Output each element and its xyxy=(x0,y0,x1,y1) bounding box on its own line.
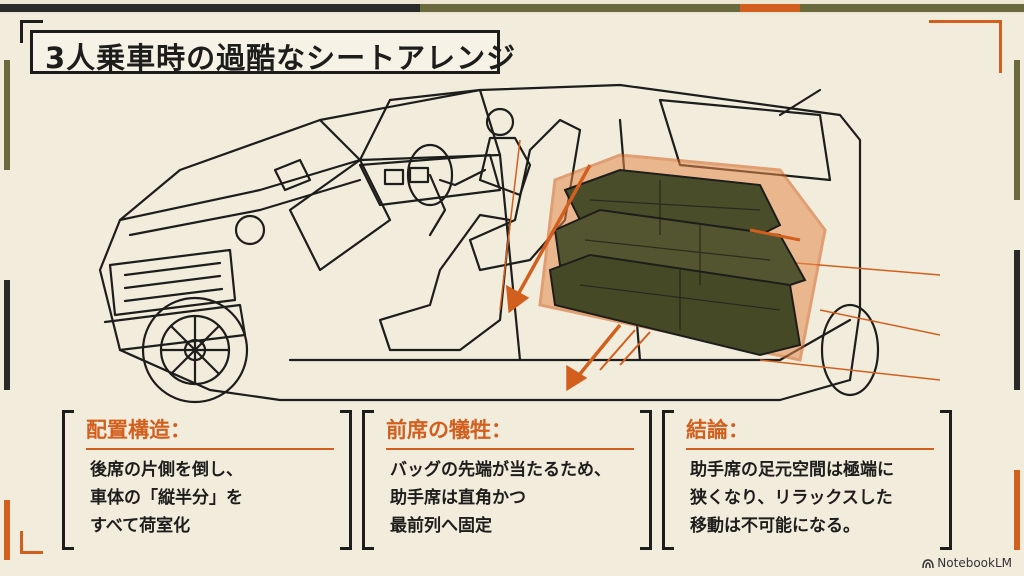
frame-bar-orange xyxy=(740,4,800,12)
corner-top-left xyxy=(20,20,43,43)
frame-bar-dark xyxy=(0,4,420,12)
panel-bracket-right xyxy=(640,410,652,550)
panel-line: 車体の「縦半分」を xyxy=(90,488,243,508)
panel-line: 助手席の足元空間は極端に xyxy=(690,460,894,480)
golf-bags-cargo xyxy=(538,153,827,362)
panel-line: 移動は不可能になる。 xyxy=(690,516,860,536)
rear-window xyxy=(658,98,832,182)
panel-heading: 配置構造： xyxy=(86,418,191,442)
panel-line: 後席の片側を倒し、 xyxy=(90,460,243,480)
rear-wheel xyxy=(820,303,880,397)
panel-rule xyxy=(86,448,334,450)
right-strip-orange xyxy=(1014,470,1020,550)
panel-heading: 前席の犠牲： xyxy=(386,418,512,442)
corner-bottom-left xyxy=(20,531,43,554)
golf-bag-2 xyxy=(553,208,807,297)
front-wheel xyxy=(141,296,249,404)
left-strip-orange xyxy=(4,500,10,560)
car-cutaway-diagram xyxy=(98,83,940,404)
panel-line: 最前列へ固定 xyxy=(390,516,492,536)
left-strip-olive xyxy=(4,60,10,170)
golf-bag-3 xyxy=(548,253,802,357)
title-box: 3人乗車時の過酷なシートアレンジ xyxy=(30,30,515,75)
side-mirror xyxy=(273,158,312,192)
arrow-head-1 xyxy=(505,284,530,314)
right-strip-dark xyxy=(1014,250,1020,390)
panel-bracket-left xyxy=(662,410,674,550)
panel-bracket-right xyxy=(940,410,952,550)
panel-bracket-right xyxy=(340,410,352,550)
panel-bracket-left xyxy=(362,410,374,550)
panel-rule xyxy=(386,448,634,450)
right-strip-olive xyxy=(1014,60,1020,200)
steering-wheel xyxy=(406,143,454,207)
passenger-seat xyxy=(378,213,512,352)
left-strip-dark xyxy=(4,280,10,390)
driver-head xyxy=(485,107,515,137)
car-body-outline xyxy=(98,83,862,402)
arrow-head-2 xyxy=(566,364,588,392)
panel-layout-structure: 配置構造： 後席の片側を倒し、 車体の「縦半分」を すべて荷室化 xyxy=(62,410,352,550)
car-hood xyxy=(118,118,362,222)
front-grille xyxy=(108,248,237,317)
panel-line: すべて荷室化 xyxy=(90,516,191,536)
antenna xyxy=(778,88,822,117)
windshield-frame xyxy=(358,88,502,162)
page-title: 3人乗車時の過酷なシートアレンジ xyxy=(45,41,517,75)
panel-conclusion: 結論： 助手席の足元空間は極端に 狭くなり、リラックスした 移動は不可能になる。 xyxy=(662,410,952,550)
driver-seat xyxy=(468,118,582,272)
corner-top-right xyxy=(929,20,1002,73)
panel-bracket-left xyxy=(62,410,74,550)
direction-arrows xyxy=(505,164,651,392)
frame-bar-olive-2 xyxy=(800,4,1024,12)
panel-line: バッグの先端が当たるため、 xyxy=(390,460,611,480)
headlight xyxy=(234,214,266,246)
notebooklm-logo-icon xyxy=(922,558,935,568)
panel-front-seat-sacrifice: 前席の犠牲： バッグの先端が当たるため、 助手席は直角かつ 最前列へ固定 xyxy=(362,410,652,550)
panel-line: 狭くなり、リラックスした xyxy=(690,488,893,508)
notebooklm-logo: NotebookLM xyxy=(922,556,1012,570)
frame-bar-olive xyxy=(420,4,740,12)
panel-heading: 結論： xyxy=(686,418,749,442)
panel-line: 助手席は直角かつ xyxy=(390,488,526,508)
panel-rule xyxy=(686,448,934,450)
logo-text: NotebookLM xyxy=(937,556,1012,570)
